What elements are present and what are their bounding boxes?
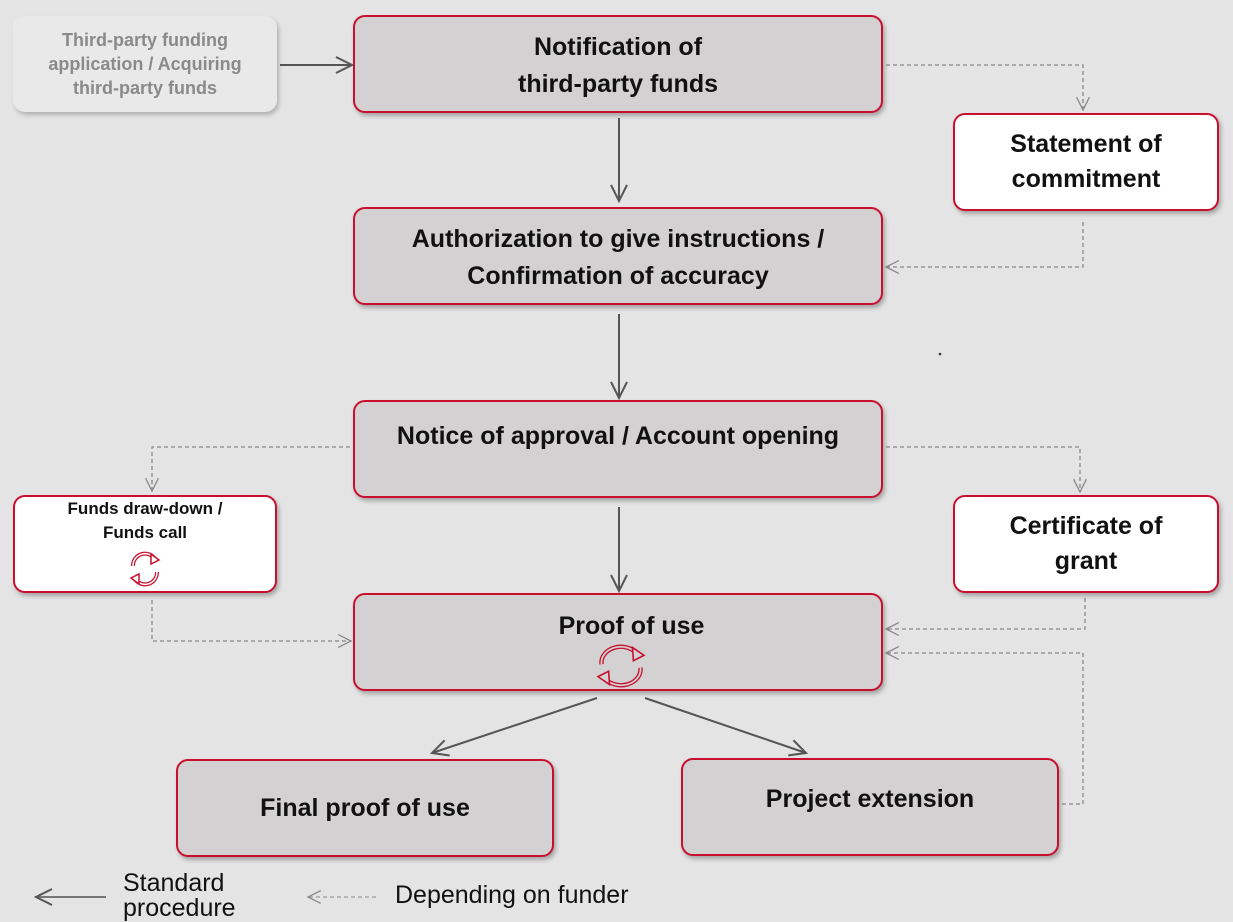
dashed-extension-to-proof <box>884 646 1084 805</box>
final-proof-node[interactable]: Final proof of use <box>176 759 554 857</box>
dashed-certificate-to-proof <box>884 598 1086 636</box>
dashed-commitment-to-authorization <box>884 222 1084 274</box>
dashed-approval-to-certificate <box>886 446 1087 494</box>
arrow-proof-to-extension <box>644 697 806 753</box>
notification-node-label: Notification of third-party funds <box>518 33 718 98</box>
drawdown-node-label: Funds draw-down / Funds call <box>67 499 223 542</box>
final-proof-node-label: Final proof of use <box>260 793 470 822</box>
refresh-cycle-icon <box>129 551 161 587</box>
arrow-proof-to-final <box>432 697 598 753</box>
certificate-node-label: Certificate of grant <box>1009 512 1163 575</box>
legend-depending-label: Depending on funder <box>395 881 629 909</box>
drawdown-node[interactable]: Funds draw-down / Funds call <box>13 495 277 593</box>
stray-dot <box>938 352 942 356</box>
extension-node-label: Project extension <box>765 785 975 813</box>
notification-node[interactable]: Notification of third-party funds <box>353 15 883 113</box>
commitment-node[interactable]: Statement of commitment <box>953 113 1219 211</box>
legend-standard-label: Standard procedure <box>123 869 236 922</box>
dashed-approval-to-drawdown <box>145 446 350 493</box>
certificate-node[interactable]: Certificate of grant <box>953 495 1219 593</box>
authorization-node-label: Authorization to give instructions / Con… <box>411 225 825 290</box>
proof-node-label: Proof of use <box>558 612 705 640</box>
dashed-drawdown-to-proof <box>151 600 353 648</box>
approval-node[interactable]: Notice of approval / Account opening <box>353 400 883 498</box>
approval-node-label: Notice of approval / Account opening <box>396 422 840 450</box>
dashed-notification-to-commitment <box>886 64 1090 112</box>
extension-node[interactable]: Project extension <box>681 758 1059 856</box>
start-node[interactable]: Third-party funding application / Acquir… <box>13 16 277 112</box>
authorization-node[interactable]: Authorization to give instructions / Con… <box>353 207 883 305</box>
start-node-label: Third-party funding application / Acquir… <box>48 30 242 98</box>
commitment-node-label: Statement of commitment <box>1010 130 1162 193</box>
proof-node[interactable]: Proof of use <box>353 593 883 691</box>
refresh-cycle-icon <box>595 644 646 688</box>
